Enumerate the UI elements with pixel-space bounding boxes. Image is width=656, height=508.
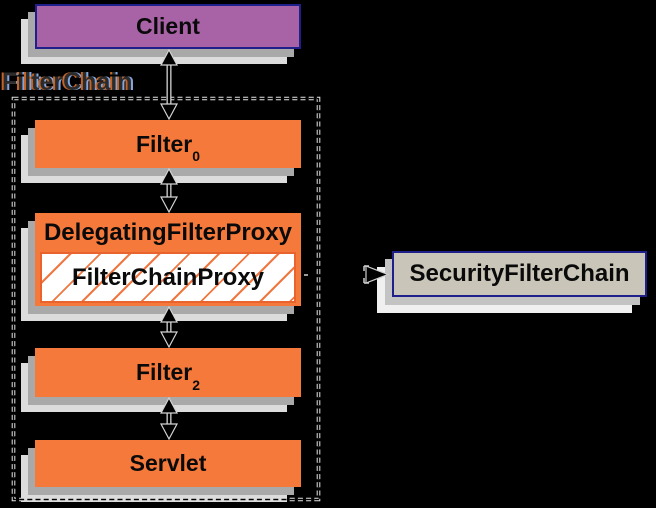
security-filter-chain-label: SecurityFilterChain — [409, 260, 630, 287]
filter0-node-label: Filter0 — [135, 130, 201, 165]
arrow-up-icon — [160, 48, 178, 66]
filter0-subscript: 0 — [192, 148, 201, 165]
delegating-filter-proxy-node: DelegatingFilterProxy FilterChainProxy — [35, 213, 301, 306]
arrow-client-filter0 — [160, 48, 178, 121]
arrow-down-icon — [160, 423, 178, 441]
arrow-down-icon — [160, 196, 178, 214]
arrow-up-icon — [160, 396, 178, 414]
filter2-node: Filter2 — [35, 348, 301, 397]
filter-chain-label: FilterChain — [2, 68, 133, 96]
arrow-fcp-sfc — [304, 265, 390, 284]
arrow-up-icon — [160, 167, 178, 185]
arrow-dfp-filter2 — [160, 305, 178, 349]
arrow-down-icon — [160, 103, 178, 121]
filter-chain-dashed-border — [11, 96, 321, 502]
client-node-label: Client — [136, 13, 200, 39]
servlet-node-label: Servlet — [129, 450, 207, 476]
delegating-filter-proxy-label: DelegatingFilterProxy — [43, 218, 293, 246]
arrow-filter2-servlet — [160, 396, 178, 441]
filter0-node: Filter0 — [35, 120, 301, 168]
arrow-filter0-dfp — [160, 167, 178, 214]
filter2-subscript: 2 — [192, 376, 201, 393]
arrow-up-icon — [160, 305, 178, 323]
client-node: Client — [35, 4, 301, 49]
security-filter-chain-node: SecurityFilterChain — [392, 251, 647, 297]
servlet-node: Servlet — [35, 440, 301, 487]
arrow-right-icon — [365, 265, 390, 284]
filter-chain-proxy-label: FilterChainProxy — [71, 263, 265, 291]
filter-chain-proxy-node: FilterChainProxy — [40, 252, 296, 303]
arrow-down-icon — [160, 331, 178, 349]
filter2-node-label: Filter2 — [135, 359, 201, 393]
